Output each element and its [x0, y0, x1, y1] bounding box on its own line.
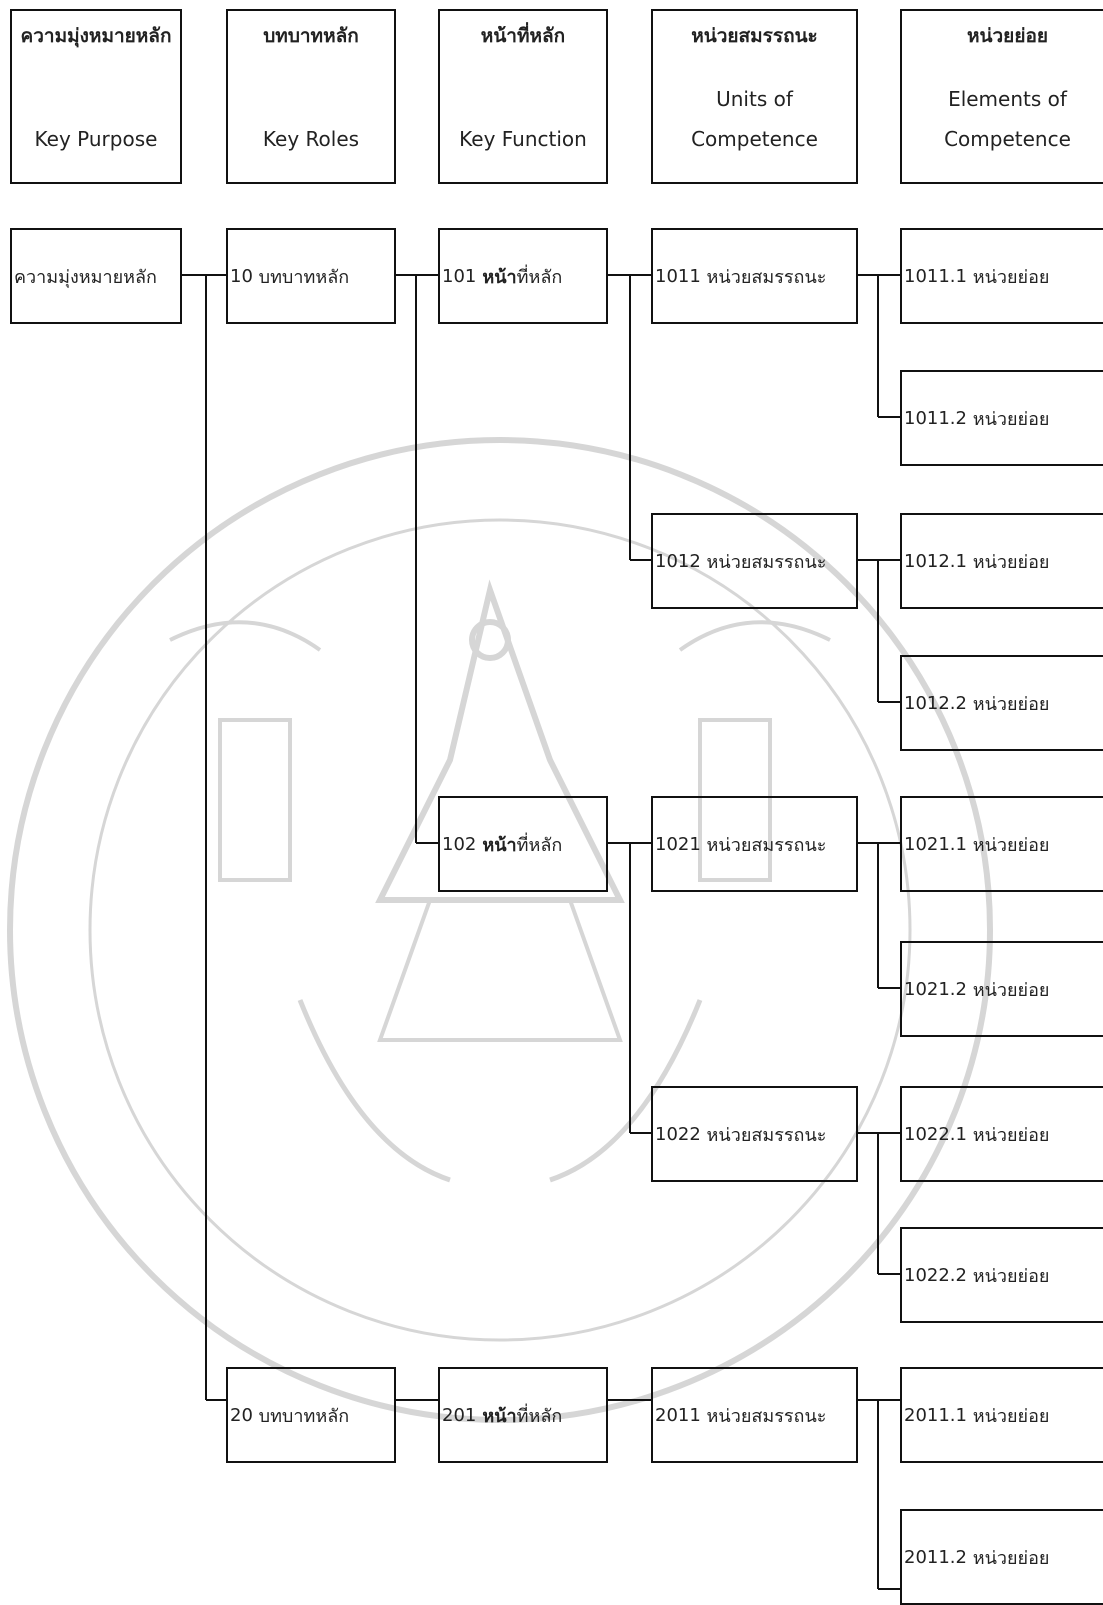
element-code: 1022.2 — [904, 1264, 967, 1286]
header-en-line1: Units of — [716, 87, 793, 111]
unit-label: หน่วยสมรรถนะ — [706, 1405, 827, 1427]
header-key-roles: บทบาทหลัก Key Roles — [226, 9, 396, 184]
unit-code: 1011 — [655, 265, 701, 287]
unit-node: 1011 หน่วยสมรรถนะ — [651, 228, 858, 324]
element-node: 1021.1 หน่วยย่อย — [900, 796, 1103, 892]
unit-node: 1021 หน่วยสมรรถนะ — [651, 796, 858, 892]
element-code: 2011.2 — [904, 1546, 967, 1568]
element-label: หน่วยย่อย — [972, 834, 1050, 856]
header-thai: หน้าที่หลัก — [480, 25, 566, 47]
element-code: 1021.2 — [904, 978, 967, 1000]
role-code: 20 — [230, 1404, 253, 1426]
element-node: 1011.2 หน่วยย่อย — [900, 370, 1103, 466]
header-en-line1: Elements of — [948, 87, 1067, 111]
element-label: หน่วยย่อย — [972, 1547, 1050, 1569]
function-label-rest: ที่หลัก — [516, 1405, 563, 1427]
purpose-node: ความมุ่งหมายหลัก — [10, 228, 182, 324]
element-node: 1011.1 หน่วยย่อย — [900, 228, 1103, 324]
element-node: 1022.1 หน่วยย่อย — [900, 1086, 1103, 1182]
function-label-rest: ที่หลัก — [516, 834, 563, 856]
element-node: 2011.1 หน่วยย่อย — [900, 1367, 1103, 1463]
function-label-bold: หน้า — [482, 266, 517, 288]
element-code: 2011.1 — [904, 1404, 967, 1426]
unit-code: 1021 — [655, 833, 701, 855]
header-key-purpose: ความมุ่งหมายหลัก Key Purpose — [10, 9, 182, 184]
element-label: หน่วยย่อย — [972, 693, 1050, 715]
element-node: 1012.2 หน่วยย่อย — [900, 655, 1103, 751]
unit-label: หน่วยสมรรถนะ — [706, 266, 827, 288]
element-node: 1012.1 หน่วยย่อย — [900, 513, 1103, 609]
unit-node: 1012 หน่วยสมรรถนะ — [651, 513, 858, 609]
element-code: 1012.2 — [904, 692, 967, 714]
element-code: 1021.1 — [904, 833, 967, 855]
function-code: 101 — [442, 265, 477, 287]
header-en-line2: Competence — [691, 127, 818, 151]
unit-code: 1012 — [655, 550, 701, 572]
header-thai: บทบาทหลัก — [263, 25, 359, 47]
unit-label: หน่วยสมรรถนะ — [706, 551, 827, 573]
unit-code: 1022 — [655, 1123, 701, 1145]
header-en-line2: Key Roles — [262, 127, 360, 151]
element-label: หน่วยย่อย — [972, 1265, 1050, 1287]
header-elements-of-competence: หน่วยย่อย Elements of Competence — [900, 9, 1103, 184]
unit-node: 2011 หน่วยสมรรถนะ — [651, 1367, 858, 1463]
header-en-line2: Key Purpose — [34, 127, 158, 151]
unit-code: 2011 — [655, 1404, 701, 1426]
header-thai: หน่วยย่อย — [967, 25, 1048, 47]
role-label: บทบาทหลัก — [258, 1405, 350, 1427]
function-label-bold: หน้า — [482, 834, 517, 856]
function-code: 102 — [442, 833, 477, 855]
role-node: 20 บทบาทหลัก — [226, 1367, 396, 1463]
purpose-label: ความมุ่งหมายหลัก — [14, 266, 157, 288]
element-code: 1022.1 — [904, 1123, 967, 1145]
unit-label: หน่วยสมรรถนะ — [706, 1124, 827, 1146]
element-label: หน่วยย่อย — [972, 1405, 1050, 1427]
element-label: หน่วยย่อย — [972, 551, 1050, 573]
element-label: หน่วยย่อย — [972, 979, 1050, 1001]
element-label: หน่วยย่อย — [972, 1124, 1050, 1146]
header-thai: ความมุ่งหมายหลัก — [20, 25, 172, 47]
header-key-function: หน้าที่หลัก Key Function — [438, 9, 608, 184]
element-node: 1021.2 หน่วยย่อย — [900, 941, 1103, 1037]
function-label-bold: หน้า — [482, 1405, 517, 1427]
unit-node: 1022 หน่วยสมรรถนะ — [651, 1086, 858, 1182]
element-code: 1012.1 — [904, 550, 967, 572]
function-label-rest: ที่หลัก — [516, 266, 563, 288]
element-code: 1011.1 — [904, 265, 967, 287]
header-en-line2: Key Function — [459, 127, 587, 151]
role-node: 10 บทบาทหลัก — [226, 228, 396, 324]
function-code: 201 — [442, 1404, 477, 1426]
element-code: 1011.2 — [904, 407, 967, 429]
unit-label: หน่วยสมรรถนะ — [706, 834, 827, 856]
header-thai: หน่วยสมรรถนะ — [691, 25, 818, 47]
header-units-of-competence: หน่วยสมรรถนะ Units of Competence — [651, 9, 858, 184]
role-label: บทบาทหลัก — [258, 266, 350, 288]
element-label: หน่วยย่อย — [972, 408, 1050, 430]
role-code: 10 — [230, 265, 253, 287]
element-label: หน่วยย่อย — [972, 266, 1050, 288]
element-node: 2011.2 หน่วยย่อย — [900, 1509, 1103, 1605]
element-node: 1022.2 หน่วยย่อย — [900, 1227, 1103, 1323]
header-en-line2: Competence — [944, 127, 1071, 151]
